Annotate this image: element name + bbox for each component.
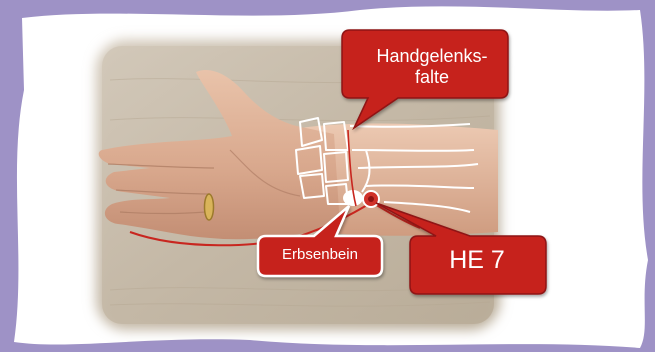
label-erbsenbein: Erbsenbein	[258, 246, 382, 263]
ring	[205, 194, 214, 220]
label-he7: HE 7	[408, 246, 546, 275]
label-handgelenksfalte-line1: Handgelenks-	[357, 46, 507, 67]
label-handgelenksfalte-line2: falte	[357, 67, 507, 88]
